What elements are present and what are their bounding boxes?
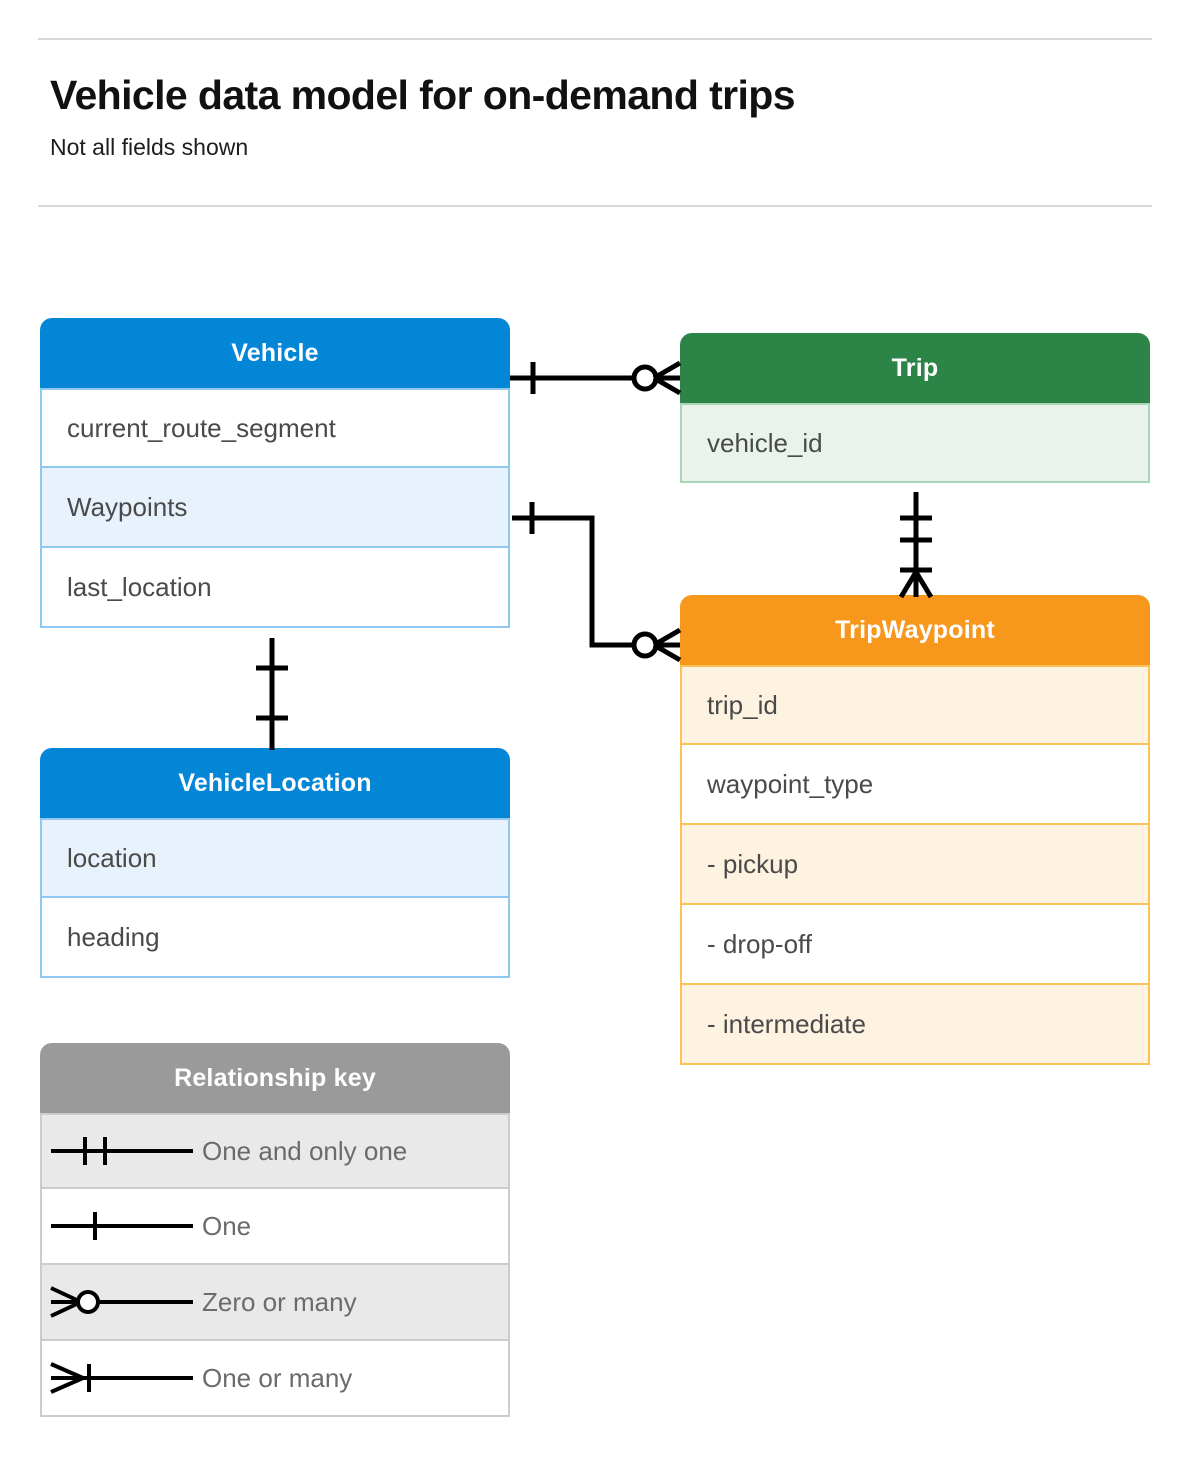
connector-trip-tripwaypoint [898,492,934,599]
connector-waypoints-tripwaypoint [512,502,682,663]
entity-tripwaypoint-title: TripWaypoint [680,595,1150,665]
entity-vehicle-title: Vehicle [40,318,510,388]
entity-trip[interactable]: Trip vehicle_id [680,333,1150,483]
legend-label-one-or-many: One or many [202,1362,353,1393]
entity-tripwaypoint-field-drop-off[interactable]: - drop-off [680,905,1150,985]
entity-vehicle-field-current-route-segment[interactable]: current_route_segment [40,388,510,468]
header-divider-bottom [38,205,1152,207]
entity-tripwaypoint-field-waypoint-type[interactable]: waypoint_type [680,745,1150,825]
entity-tripwaypoint-field-pickup[interactable]: - pickup [680,825,1150,905]
one-icon [42,1206,202,1246]
legend-label-one: One [202,1210,252,1241]
legend-row-one: One [40,1189,510,1265]
one-or-many-icon [42,1358,202,1398]
entity-tripwaypoint-field-intermediate[interactable]: - intermediate [680,985,1150,1065]
entity-vehicle[interactable]: Vehicle current_route_segment Waypoints … [40,318,510,628]
entity-trip-field-vehicle-id[interactable]: vehicle_id [680,403,1150,483]
entity-vehicle-field-last-location[interactable]: last_location [40,548,510,628]
legend-label-zero-or-many: Zero or many [202,1286,357,1317]
legend-label-one-and-only-one: One and only one [202,1135,408,1166]
relationship-key-title: Relationship key [40,1043,510,1113]
legend-row-zero-or-many: Zero or many [40,1265,510,1341]
entity-tripwaypoint-field-trip-id[interactable]: trip_id [680,665,1150,745]
entity-vehiclelocation-title: VehicleLocation [40,748,510,818]
legend-row-one-and-only-one: One and only one [40,1113,510,1189]
one-and-only-one-icon [42,1131,202,1171]
header-divider-top [38,38,1152,40]
connector-vehicle-vehiclelocation [256,638,288,750]
entity-vehiclelocation-field-heading[interactable]: heading [40,898,510,978]
entity-vehiclelocation-field-location[interactable]: location [40,818,510,898]
connector-vehicle-trip [510,360,682,396]
page-title: Vehicle data model for on-demand trips [50,72,796,118]
entity-trip-title: Trip [680,333,1150,403]
zero-or-many-icon [42,1282,202,1322]
relationship-key-legend: Relationship key One and only one One [40,1043,510,1417]
entity-tripwaypoint[interactable]: TripWaypoint trip_id waypoint_type - pic… [680,595,1150,1065]
entity-vehicle-field-waypoints[interactable]: Waypoints [40,468,510,548]
legend-row-one-or-many: One or many [40,1341,510,1417]
entity-vehiclelocation[interactable]: VehicleLocation location heading [40,748,510,978]
page-subtitle: Not all fields shown [50,134,249,160]
